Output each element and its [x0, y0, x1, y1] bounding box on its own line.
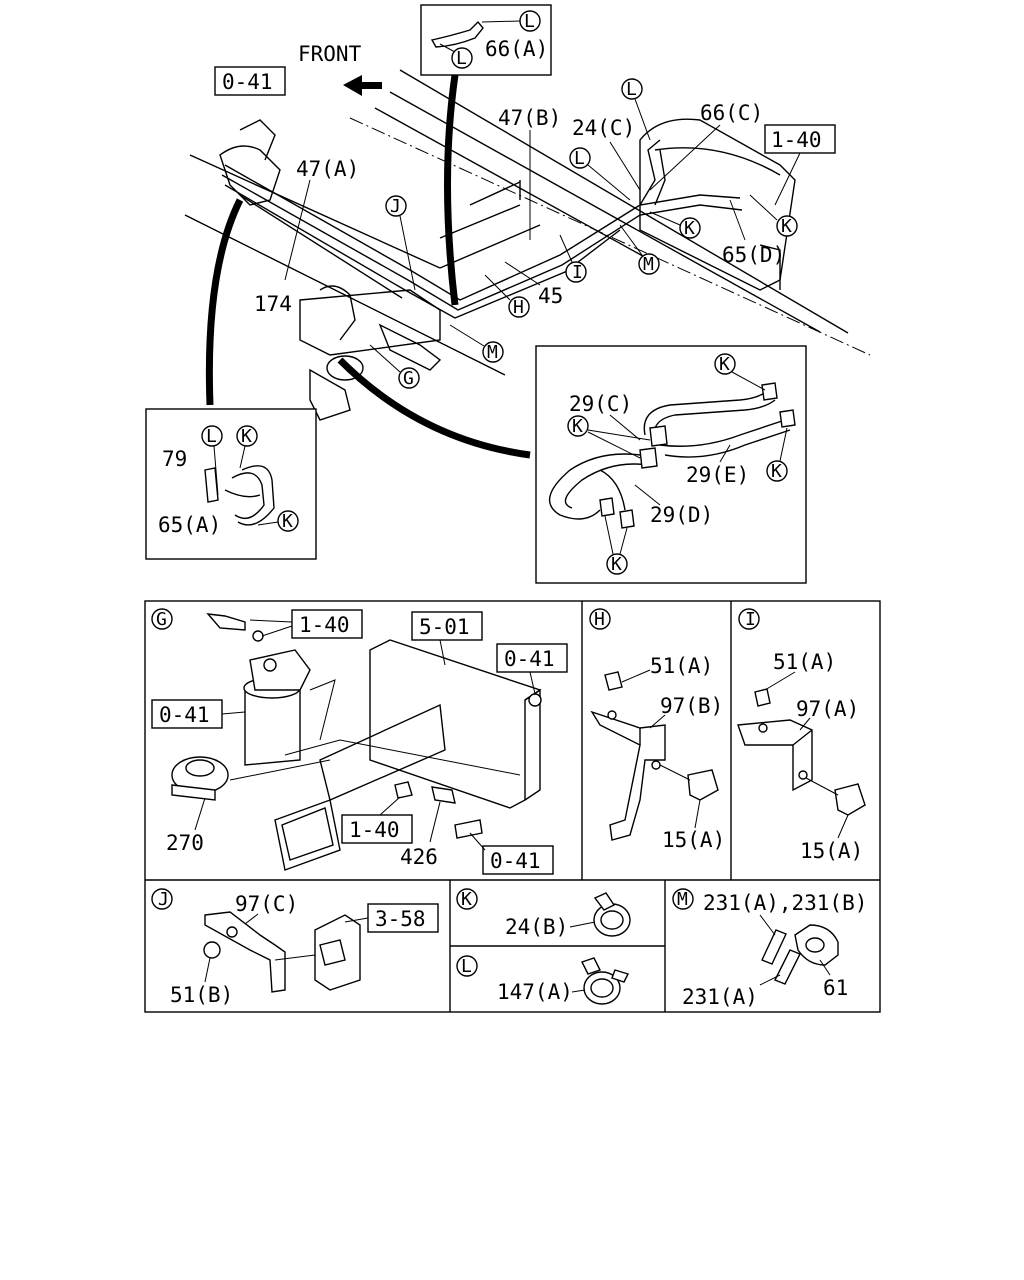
marker-l-top: L — [621, 78, 651, 141]
marker-h: H — [484, 274, 530, 318]
svg-text:G: G — [156, 609, 167, 630]
label-15a-h: 15(A) — [662, 828, 725, 852]
ref-140-g-bottom: 1-40 — [349, 818, 400, 842]
detail-grid — [144, 600, 881, 1013]
label-97b: 97(B) — [660, 694, 723, 718]
svg-text:J: J — [390, 196, 401, 217]
marker-j: J — [385, 195, 416, 291]
marker-m-1: M — [619, 224, 660, 275]
svg-text:L: L — [524, 11, 535, 32]
svg-text:M: M — [643, 254, 654, 275]
svg-text:K: K — [241, 426, 252, 447]
label-231ab: 231(A),231(B) — [703, 891, 867, 915]
svg-text:I: I — [745, 609, 756, 630]
label-47a: 47(A) — [296, 157, 359, 181]
label-15a-i: 15(A) — [800, 839, 863, 863]
label-24b: 24(B) — [505, 915, 568, 939]
ref-140-g: 1-40 — [299, 613, 350, 637]
label-45: 45 — [538, 284, 563, 308]
label-97a: 97(A) — [796, 697, 859, 721]
label-231a: 231(A) — [682, 985, 758, 1009]
svg-text:K: K — [719, 354, 730, 375]
svg-text:K: K — [684, 218, 695, 239]
svg-text:M: M — [677, 889, 688, 910]
label-66c: 66(C) — [700, 101, 763, 125]
inset-29-hoses: 29(C) 29(E) 29(D) K K K K — [535, 345, 807, 584]
ref-041-top: 0-41 — [222, 70, 273, 94]
label-66a: 66(A) — [485, 37, 548, 61]
svg-text:I: I — [572, 262, 583, 283]
svg-text:K: K — [572, 416, 583, 437]
ref-041-g-right: 0-41 — [504, 647, 555, 671]
label-174: 174 — [254, 292, 292, 316]
detail-h: H 51(A) 97(B) 15(A) — [589, 608, 725, 852]
svg-text:K: K — [781, 216, 792, 237]
marker-k-2: K — [749, 194, 798, 237]
label-51a-h: 51(A) — [650, 654, 713, 678]
label-47b: 47(B) — [498, 106, 561, 130]
svg-text:H: H — [513, 297, 524, 318]
svg-text:K: K — [611, 554, 622, 575]
label-147a: 147(A) — [497, 980, 573, 1004]
front-arrow-icon — [343, 75, 382, 96]
svg-text:G: G — [403, 368, 414, 389]
inset-66a: L L 66(A) — [420, 4, 552, 76]
main-assembly-view: FRONT 0-41 1-40 47(A) 47(B) 24(C) 66(C) … — [184, 42, 871, 459]
label-29c: 29(C) — [569, 392, 632, 416]
label-65d: 65(D) — [722, 243, 785, 267]
detail-k: K 24(B) — [456, 888, 631, 939]
marker-i: I — [559, 234, 587, 283]
label-29e: 29(E) — [686, 463, 749, 487]
svg-text:K: K — [282, 511, 293, 532]
marker-l-mid: L — [569, 147, 631, 201]
label-65a: 65(A) — [158, 513, 221, 537]
detail-j: J 97(C) 51(B) 3-58 — [151, 888, 439, 1007]
ref-box-140 — [764, 124, 836, 154]
ref-041-g-bottom: 0-41 — [490, 849, 541, 873]
ref-041-g-left: 0-41 — [159, 703, 210, 727]
ref-501-g: 5-01 — [419, 615, 470, 639]
detail-m: M 231(A),231(B) 231(A) 61 — [672, 888, 867, 1009]
inset-79-65a: L K K 79 65(A) — [145, 408, 317, 560]
label-24c: 24(C) — [572, 116, 635, 140]
label-426: 426 — [400, 845, 438, 869]
detail-l: L 147(A) — [456, 955, 629, 1005]
svg-text:M: M — [487, 342, 498, 363]
detail-g: G 1-40 5-01 0-41 — [151, 608, 568, 875]
marker-m-2: M — [449, 324, 504, 363]
svg-text:L: L — [626, 79, 637, 100]
svg-text:K: K — [461, 889, 472, 910]
svg-text:J: J — [158, 889, 169, 910]
label-51a-i: 51(A) — [773, 650, 836, 674]
label-51b: 51(B) — [170, 983, 233, 1007]
label-61: 61 — [823, 976, 848, 1000]
svg-text:L: L — [461, 956, 472, 977]
svg-text:H: H — [594, 609, 605, 630]
svg-text:K: K — [771, 461, 782, 482]
detail-i: I 51(A) 97(A) 15(A) — [737, 608, 866, 863]
svg-text:L: L — [456, 48, 467, 69]
svg-text:L: L — [206, 426, 217, 447]
marker-g: G — [369, 344, 420, 389]
label-270: 270 — [166, 831, 204, 855]
svg-text:L: L — [574, 148, 585, 169]
label-79: 79 — [162, 447, 187, 471]
ref-box-041 — [214, 66, 286, 96]
label-97c: 97(C) — [235, 892, 298, 916]
ref-358: 3-58 — [375, 907, 426, 931]
ref-140-top: 1-40 — [771, 128, 822, 152]
label-29d: 29(D) — [650, 503, 713, 527]
marker-k-1: K — [649, 211, 701, 239]
front-label: FRONT — [298, 42, 362, 66]
